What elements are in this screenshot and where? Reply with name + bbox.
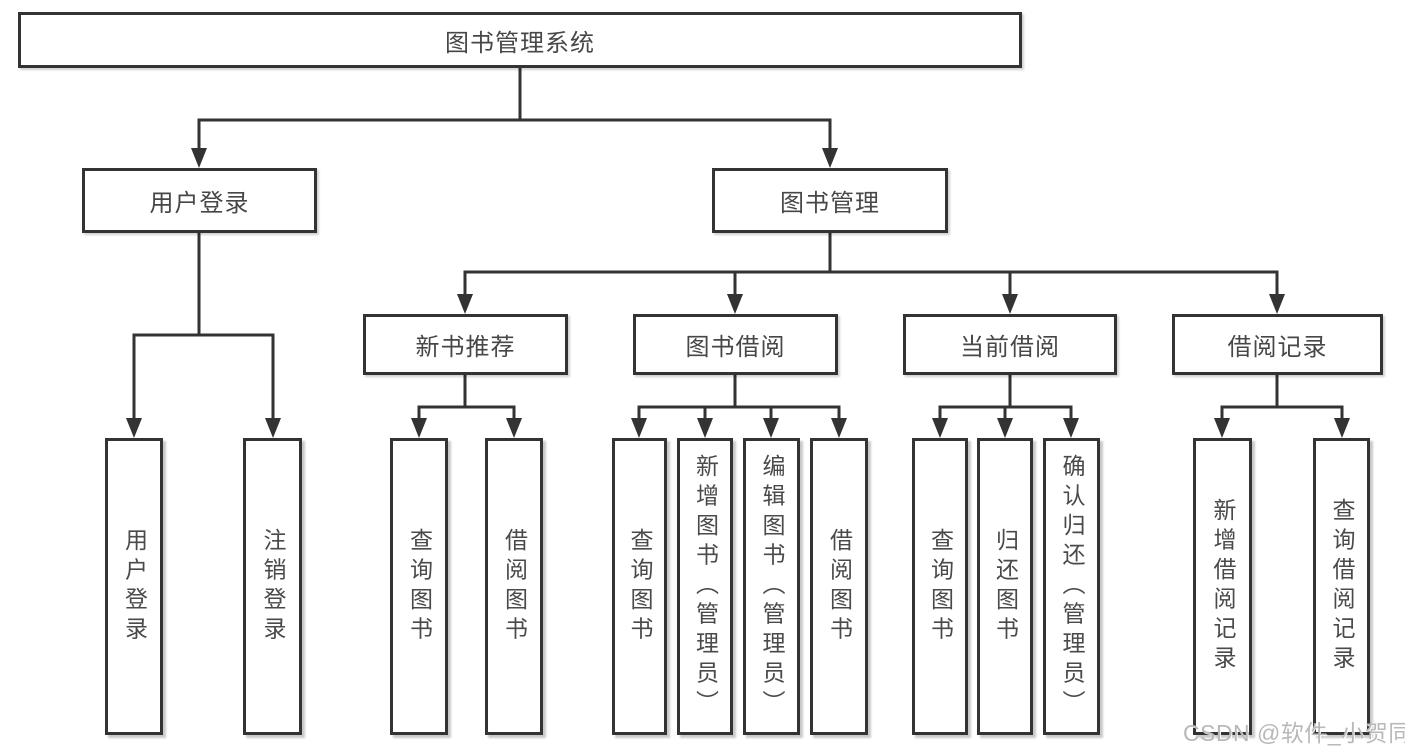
node-root-label: 图书管理系统	[445, 29, 595, 57]
connector-borrowrecords-to-leaves	[1220, 375, 1344, 420]
leaf-query-book-recommend: 查询图书	[390, 438, 448, 735]
leaf-logout-label: 注销登录	[260, 527, 286, 646]
leaf-add-book-admin: 新增图书（管理员）	[677, 438, 733, 735]
connector-currentborrow-to-leaves	[938, 375, 1073, 420]
leaf-user-login-label: 用户登录	[121, 527, 148, 646]
leaf-confirm-return-admin: 确认归还（管理员）	[1043, 438, 1100, 735]
connector-bookborrow-to-leaves	[637, 375, 841, 420]
connector-newbookrec-to-leaves	[417, 375, 516, 420]
node-root: 图书管理系统	[18, 12, 1022, 68]
leaf-query-book-current-label: 查询图书	[927, 527, 954, 646]
leaf-logout: 注销登录	[243, 438, 302, 735]
node-user-login: 用户登录	[82, 168, 317, 233]
connector-userlogin-to-leaves	[132, 233, 275, 420]
leaf-borrow-book: 借阅图书	[810, 438, 868, 735]
leaf-query-book-borrow: 查询图书	[612, 438, 667, 735]
leaf-borrow-book-recommend-label: 借阅图书	[501, 527, 528, 646]
leaf-add-borrow-record: 新增借阅记录	[1193, 438, 1252, 735]
node-book-borrow-label: 图书借阅	[685, 334, 786, 361]
leaf-query-borrow-record: 查询借阅记录	[1313, 438, 1370, 735]
leaf-borrow-book-label: 借阅图书	[826, 527, 853, 646]
leaf-query-borrow-record-label: 查询借阅记录	[1329, 498, 1355, 675]
node-book-management: 图书管理	[712, 168, 948, 233]
leaf-edit-book-admin: 编辑图书（管理员）	[743, 438, 800, 735]
leaf-confirm-return-admin-label: 确认归还（管理员）	[1059, 454, 1085, 719]
leaf-borrow-book-recommend: 借阅图书	[485, 438, 543, 735]
csdn-watermark: CSDN @软件_小贺同学	[1183, 720, 1405, 746]
node-book-management-label: 图书管理	[780, 190, 880, 217]
leaf-return-book: 归还图书	[977, 438, 1033, 735]
leaf-query-book-recommend-label: 查询图书	[406, 527, 433, 646]
leaf-query-book-current: 查询图书	[912, 438, 968, 735]
leaf-add-book-admin-label: 新增图书（管理员）	[692, 454, 719, 719]
node-book-borrow: 图书借阅	[633, 314, 838, 375]
node-new-book-recommend-label: 新书推荐	[415, 334, 516, 361]
connector-bookmgmt-to-level2	[463, 233, 1279, 296]
leaf-return-book-label: 归还图书	[992, 527, 1019, 646]
leaf-query-book-borrow-label: 查询图书	[627, 527, 653, 646]
leaf-user-login: 用户登录	[105, 438, 163, 735]
node-current-borrow: 当前借阅	[903, 314, 1117, 375]
node-new-book-recommend: 新书推荐	[363, 314, 568, 375]
node-borrow-records: 借阅记录	[1172, 314, 1383, 375]
connector-root-to-level1	[197, 68, 832, 150]
node-current-borrow-label: 当前借阅	[960, 334, 1060, 361]
leaf-add-borrow-record-label: 新增借阅记录	[1210, 498, 1236, 675]
node-user-login-label: 用户登录	[149, 190, 250, 217]
leaf-edit-book-admin-label: 编辑图书（管理员）	[759, 454, 785, 719]
node-borrow-records-label: 借阅记录	[1227, 334, 1328, 361]
